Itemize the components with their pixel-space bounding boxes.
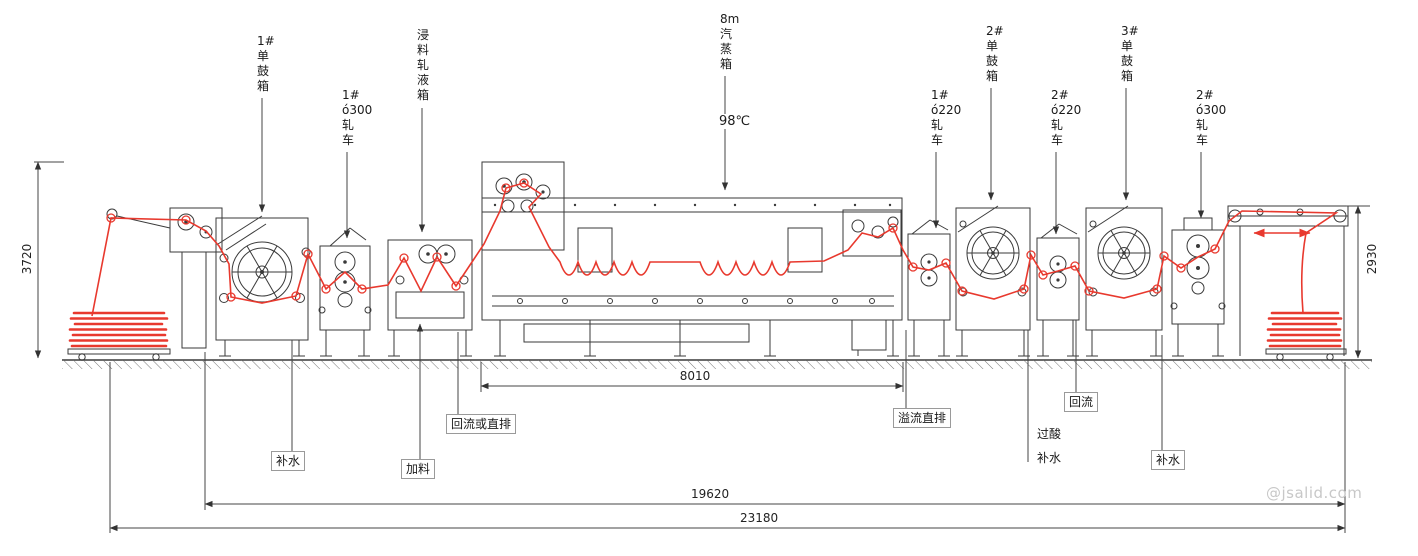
label-reflux-or-direct-drain: 回流或直排 [446,414,517,434]
drum-box-3 [1085,205,1163,357]
dimension-process-length: 19620 [688,487,733,501]
label-overflow-direct-drain: 溢流直排 [893,408,952,428]
label-makeup-water-2: 补水 [1033,449,1066,467]
top-leader-lines [258,76,1205,239]
padder-300-2 [1170,217,1226,357]
left-feeder [106,207,223,349]
label-drum-box-2: 2# 单 鼓 箱 [985,24,1005,84]
label-drum-box-3: 3# 单 鼓 箱 [1120,24,1140,84]
dimension-total-length: 23180 [737,511,782,525]
label-dip-padding-box: 浸 料 轧 液 箱 [416,28,431,103]
drum-box-1 [215,215,311,357]
label-padder-300-2: 2# ó300 轧 车 [1195,88,1228,148]
padder-220-2 [1036,223,1080,357]
fabric-path [91,178,1339,317]
padder-220-1 [907,219,951,357]
label-padder-220-2: 2# ó220 轧 车 [1050,88,1083,148]
label-steam-temperature: 98℃ [717,114,753,129]
label-steam-box: 8m 汽 蒸 箱 [719,12,741,72]
dimension-left-height: 3720 [20,234,34,284]
padder-300-1 [318,227,372,357]
watermark: @jsalid.com [1266,484,1363,502]
dimension-right-height: 2930 [1365,234,1379,284]
label-acid-pass: 过酸 [1033,425,1066,443]
label-padder-300-1: 1# ó300 轧 车 [341,88,374,148]
left-fabric-pile [67,311,171,361]
label-makeup-water-3: 补水 [1151,450,1186,470]
drum-box-2 [955,205,1031,357]
steam-box [481,161,903,357]
dimension-lines [34,161,1370,533]
bottom-leader-lines [291,320,1163,462]
label-padder-220-1: 1# ó220 轧 车 [930,88,963,148]
right-fabric-pile [1265,311,1347,361]
label-reflux: 回流 [1064,392,1099,412]
outfeed-plaiter [1227,205,1349,356]
label-feed: 加料 [401,459,436,479]
label-makeup-water-1: 补水 [271,451,306,471]
dimension-steam-box-length: 8010 [668,369,722,383]
ground-line [62,359,1372,369]
label-drum-box-1: 1# 单 鼓 箱 [256,34,276,94]
